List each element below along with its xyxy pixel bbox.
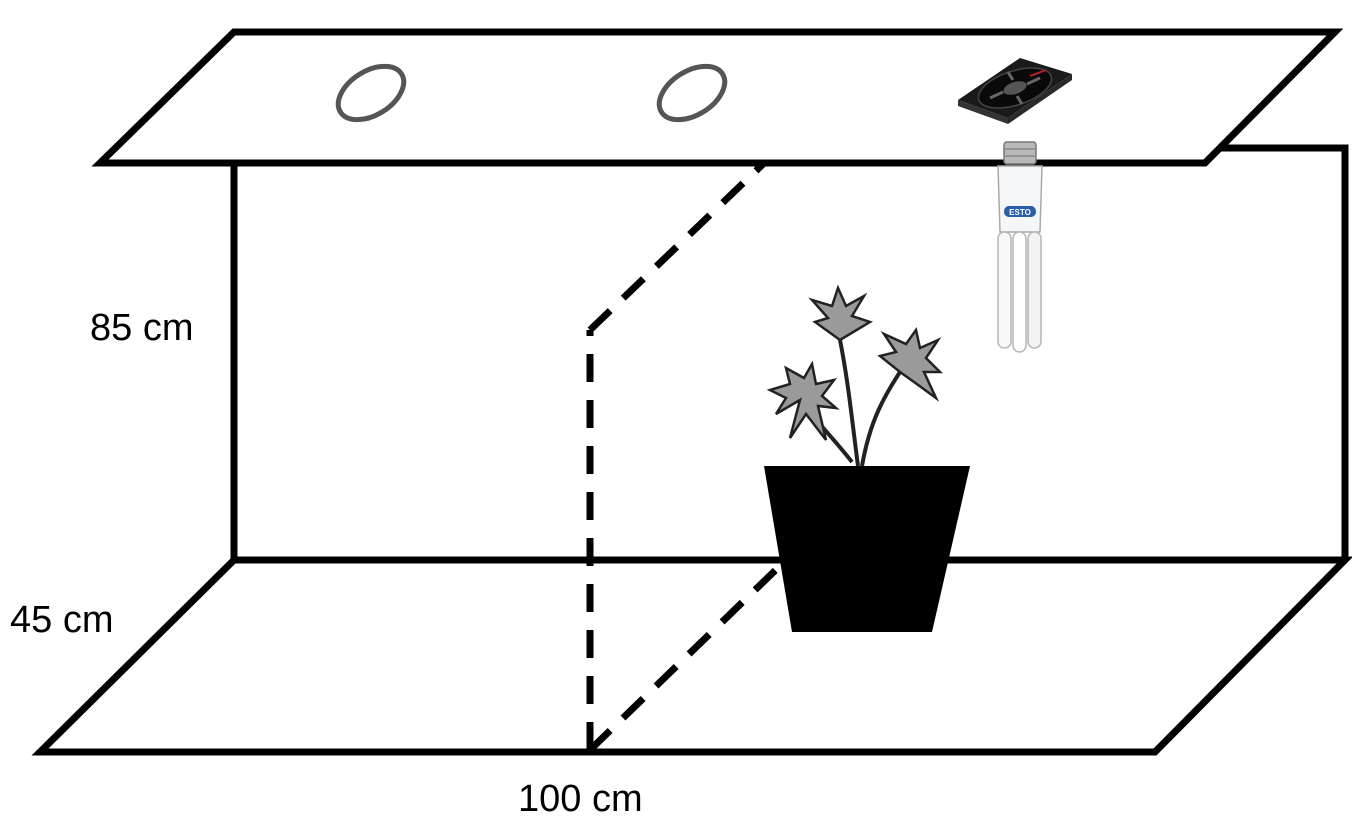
dashed-top-diagonal <box>587 139 789 333</box>
plant-pot <box>764 466 970 632</box>
fan-icon <box>958 58 1072 124</box>
height-dimension-label: 85 cm <box>90 307 194 349</box>
dashed-bottom-diagonal <box>587 557 789 753</box>
width-dimension-label: 100 cm <box>518 778 643 818</box>
vent-hole-left <box>335 63 407 123</box>
vent-hole-right <box>656 63 728 123</box>
box-floor <box>31 556 1352 756</box>
lamp-brand-text: ESTO <box>1009 208 1031 217</box>
depth-dimension-label: 45 cm <box>10 599 114 641</box>
lamp-icon: ESTO <box>997 141 1043 353</box>
plant-icon <box>766 284 944 467</box>
hidden-dashed-edges <box>586 139 789 753</box>
